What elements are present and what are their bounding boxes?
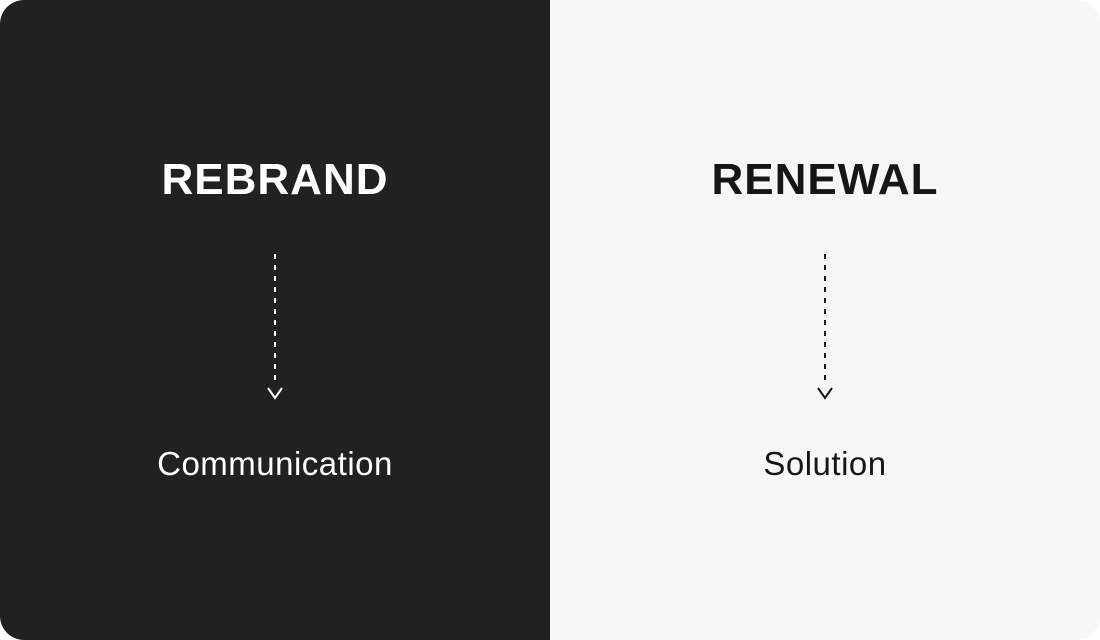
dashed-arrow-down-icon [817, 254, 833, 400]
renewal-label: Solution [763, 445, 887, 482]
rebrand-label: Communication [157, 445, 393, 482]
renewal-arrow-wrap [812, 252, 838, 402]
rebrand-title: REBRAND [161, 155, 389, 204]
dashed-arrow-down-icon [267, 254, 283, 400]
rebrand-panel: REBRAND Communication [0, 0, 550, 640]
rebrand-arrow-wrap [262, 252, 288, 402]
renewal-panel: RENEWAL Solution [550, 0, 1100, 640]
renewal-title: RENEWAL [711, 155, 939, 204]
